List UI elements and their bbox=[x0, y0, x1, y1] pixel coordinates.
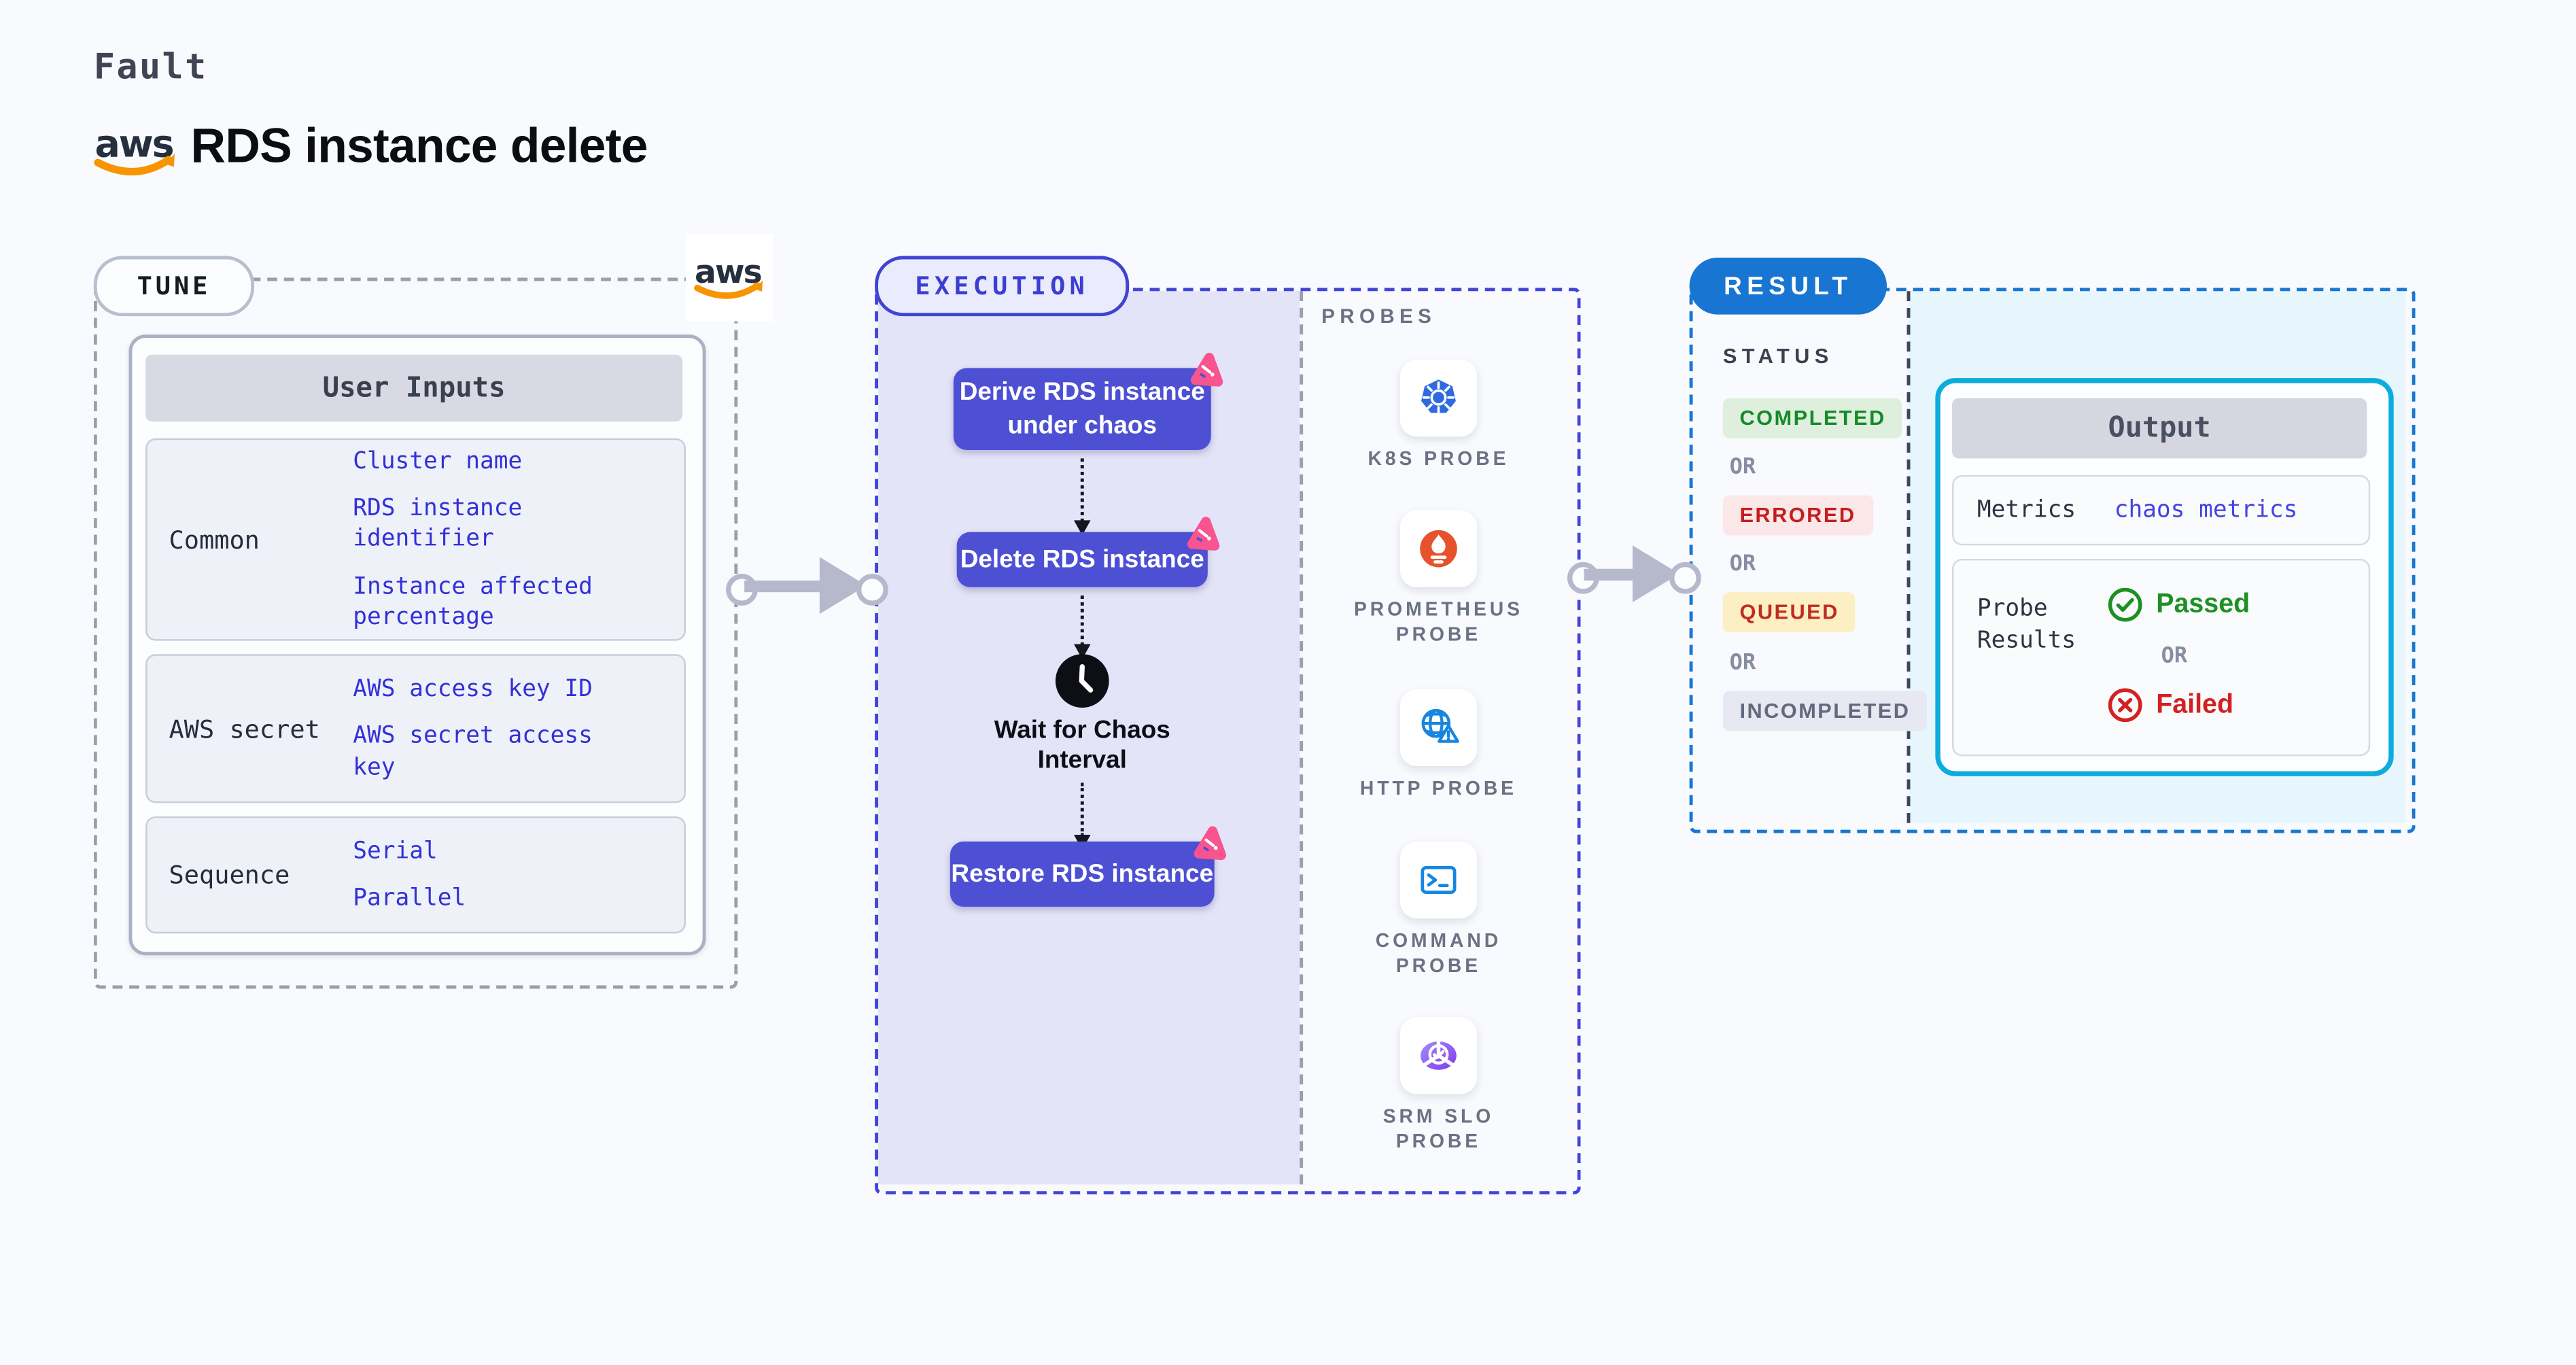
input-link-instance-affected-percentage[interactable]: Instance affected percentage bbox=[353, 573, 593, 631]
aws-corner-logo: aws bbox=[686, 234, 773, 322]
execution-pill-label: EXECUTION bbox=[915, 271, 1089, 301]
probe-card-prometheus[interactable] bbox=[1399, 510, 1478, 587]
tune-to-execution-arrow bbox=[726, 557, 888, 615]
status-badge-queued: QUEUED bbox=[1722, 592, 1856, 633]
result-pill: RESULT bbox=[1689, 257, 1887, 315]
tune-section-frame bbox=[93, 277, 738, 989]
passed-label: Passed bbox=[2156, 589, 2250, 619]
tune-pill-label: TUNE bbox=[137, 271, 211, 301]
flow-arrow-down bbox=[1073, 595, 1090, 659]
status-badge-errored: ERRORED bbox=[1722, 495, 1873, 536]
output-row-probe-results: Probe Results Passed OR Failed bbox=[1951, 558, 2371, 757]
table-row-sequence: Sequence Serial Parallel bbox=[145, 816, 686, 934]
user-inputs-header: User Inputs bbox=[145, 354, 683, 422]
http-globe-icon bbox=[1421, 708, 1459, 743]
flow-node-label: Derive RDS instance under chaos bbox=[959, 378, 1205, 440]
failed-label: Failed bbox=[2156, 690, 2234, 719]
metrics-label: Metrics bbox=[1977, 496, 2076, 524]
result-section-frame bbox=[1689, 288, 2416, 833]
row-label: Sequence bbox=[169, 859, 290, 891]
probe-result-failed: Failed bbox=[2108, 687, 2233, 723]
probe-label-command: COMMAND PROBE bbox=[1375, 931, 1502, 976]
flow-node-label: Restore RDS instance bbox=[951, 859, 1214, 888]
or-label: OR bbox=[1729, 651, 1756, 676]
tune-pill: TUNE bbox=[93, 256, 255, 317]
fault-eyebrow: Fault bbox=[93, 46, 208, 87]
clock-icon bbox=[1054, 653, 1111, 710]
input-link-aws-access-key-id[interactable]: AWS access key ID bbox=[353, 676, 593, 704]
result-output-divider bbox=[1907, 291, 1911, 823]
chaos-icon bbox=[1190, 352, 1223, 387]
or-label: OR bbox=[2161, 644, 2188, 670]
or-label: OR bbox=[1729, 455, 1756, 481]
output-header: Output bbox=[1951, 398, 2367, 459]
flow-node-derive-rds-instance[interactable]: Derive RDS instance under chaos bbox=[953, 352, 1223, 451]
probe-label-prometheus: PROMETHEUS PROBE bbox=[1353, 600, 1523, 645]
probe-label-http: HTTP PROBE bbox=[1359, 779, 1518, 800]
execution-to-result-arrow bbox=[1567, 545, 1701, 602]
probe-card-k8s[interactable] bbox=[1399, 360, 1478, 437]
aws-logo: aws bbox=[694, 254, 763, 299]
flow-arrow-down bbox=[1073, 458, 1090, 536]
probe-results-label: Probe Results bbox=[1977, 595, 2076, 655]
table-row-aws-secret: AWS secret AWS access key ID AWS secret … bbox=[145, 654, 686, 804]
table-row-common: Common Cluster name RDS instance identif… bbox=[145, 438, 686, 641]
row-label: Common bbox=[169, 524, 260, 555]
execution-probes-divider bbox=[1300, 291, 1304, 1185]
status-badge-incompleted: INCOMPLETED bbox=[1722, 691, 1928, 731]
svg-text:aws: aws bbox=[95, 122, 173, 166]
page-title: RDS instance delete bbox=[190, 120, 648, 174]
chaos-icon bbox=[1194, 826, 1227, 861]
input-link-cluster-name[interactable]: Cluster name bbox=[353, 448, 523, 476]
probe-card-srm-slo[interactable] bbox=[1399, 1017, 1478, 1094]
output-row-metrics: Metrics chaos metrics bbox=[1951, 474, 2371, 546]
kubernetes-icon bbox=[1421, 379, 1456, 414]
probe-label-srm-slo: SRM SLO PROBE bbox=[1382, 1107, 1495, 1152]
flow-node-label: Delete RDS instance bbox=[960, 545, 1204, 574]
flow-node-delete-rds-instance[interactable]: Delete RDS instance bbox=[956, 517, 1220, 587]
chaos-icon bbox=[1187, 517, 1220, 551]
status-badge-completed: COMPLETED bbox=[1722, 398, 1903, 438]
result-pill-label: RESULT bbox=[1724, 271, 1853, 300]
execution-section-frame bbox=[875, 288, 1581, 1195]
prometheus-icon bbox=[1420, 530, 1457, 568]
probe-card-http[interactable] bbox=[1399, 689, 1478, 767]
or-label: OR bbox=[1729, 552, 1756, 578]
svg-text:aws: aws bbox=[695, 254, 761, 291]
aws-logo: aws bbox=[90, 120, 181, 181]
input-link-serial[interactable]: Serial bbox=[353, 837, 438, 865]
probe-result-passed: Passed bbox=[2108, 587, 2250, 623]
slo-donut-icon bbox=[1421, 1039, 1457, 1070]
chaos-metrics-link[interactable]: chaos metrics bbox=[2114, 496, 2298, 524]
input-link-rds-instance-identifier[interactable]: RDS instance identifier bbox=[353, 495, 523, 553]
flow-arrow-down bbox=[1073, 782, 1090, 850]
execution-pill: EXECUTION bbox=[875, 256, 1130, 317]
row-label: AWS secret bbox=[169, 713, 320, 744]
terminal-icon bbox=[1421, 865, 1457, 895]
status-heading: STATUS bbox=[1722, 344, 1834, 368]
probe-label-k8s: K8S PROBE bbox=[1368, 450, 1510, 470]
probes-heading: PROBES bbox=[1321, 304, 1437, 328]
check-circle-icon bbox=[2108, 587, 2142, 622]
input-link-aws-secret-access-key[interactable]: AWS secret access key bbox=[353, 723, 593, 781]
wait-for-chaos-interval-label: Wait for Chaos Interval bbox=[994, 716, 1170, 775]
flow-node-restore-rds-instance[interactable]: Restore RDS instance bbox=[950, 826, 1227, 907]
probe-card-command[interactable] bbox=[1399, 841, 1478, 919]
x-circle-icon bbox=[2108, 688, 2142, 723]
input-link-parallel[interactable]: Parallel bbox=[353, 884, 466, 912]
